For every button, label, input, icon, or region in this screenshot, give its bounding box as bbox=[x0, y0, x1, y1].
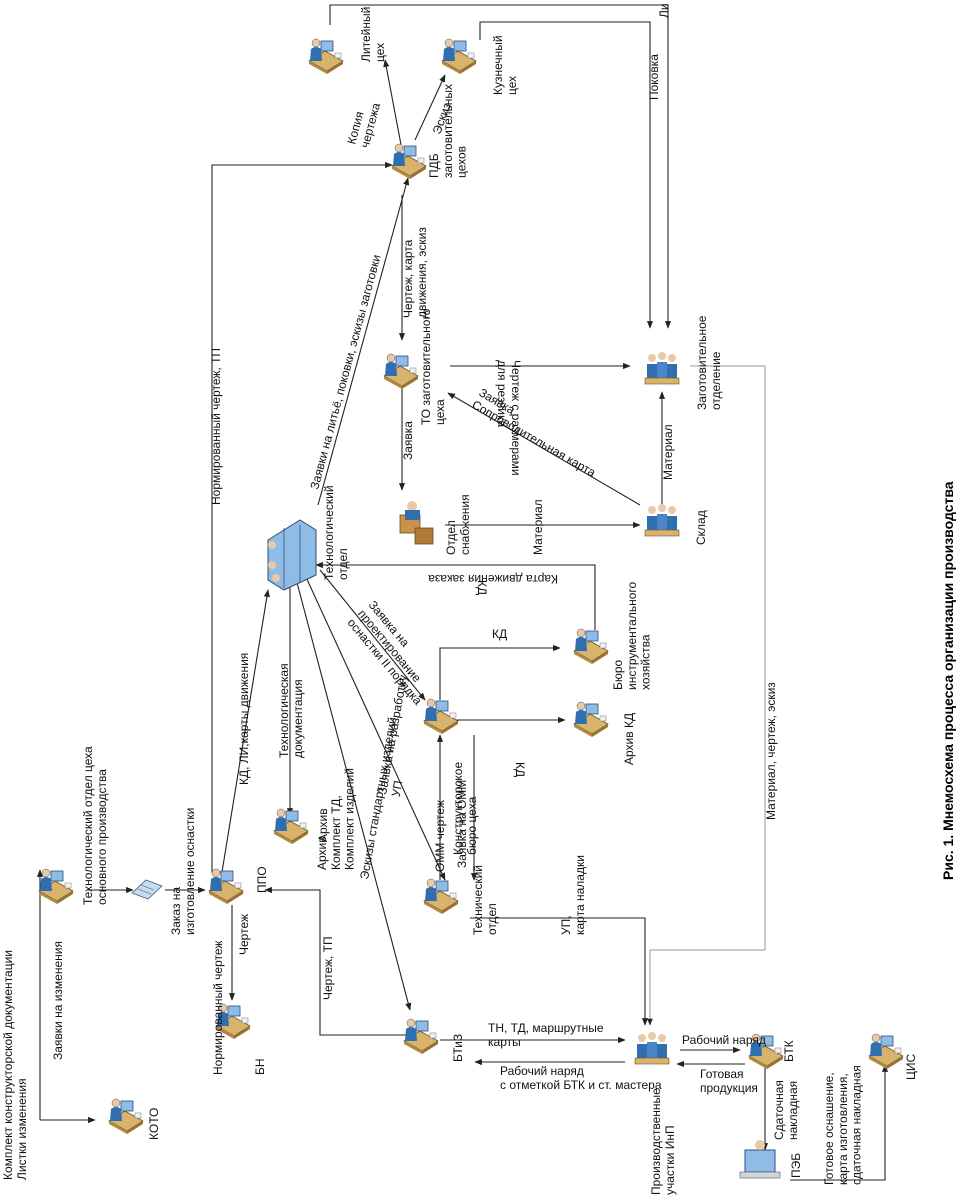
document-icon bbox=[131, 879, 163, 900]
edge-label-change-requests: Заявки на изменения bbox=[51, 941, 65, 1060]
edge-up-card bbox=[470, 917, 649, 1026]
node-label-archive-kd: Архив КД bbox=[622, 713, 636, 765]
tech-dept-main-workstation-icon bbox=[38, 868, 74, 905]
edge-label-kd-1: КД bbox=[513, 762, 527, 777]
edge-copy-drawing bbox=[383, 59, 403, 151]
edge-label-forging: Поковка bbox=[647, 54, 661, 100]
node-label-peb: ПЭБ bbox=[789, 1153, 803, 1178]
edge-label-drawing-card: Чертеж, картадвижения, эскиз bbox=[401, 227, 429, 318]
edge-label-casting-requests: Заявки на литьё, поковки, эскизы заготов… bbox=[307, 253, 383, 491]
edge-label-normed-tp: Нормированный чертеж, ТП bbox=[209, 348, 223, 505]
edges bbox=[36, 4, 889, 1181]
edge-tooling-design bbox=[319, 569, 426, 701]
edge-label-normed-drawing-bn: Нормированный чертеж bbox=[211, 941, 225, 1075]
edge-label-material-1: Материал bbox=[531, 499, 545, 555]
peb-computer-icon bbox=[739, 1140, 781, 1179]
edge-label-kd-3: КД bbox=[475, 580, 489, 595]
node-label-tsis: ЦИС bbox=[904, 1053, 918, 1080]
prod-sites-crowd-icon bbox=[634, 1031, 670, 1065]
node-label-to-workshop: ТО заготовительногоцеха bbox=[419, 308, 447, 425]
edge-label-kd-set: Комплект конструкторской документацииЛис… bbox=[1, 950, 29, 1180]
node-label-warehouse: Склад bbox=[694, 510, 708, 545]
figure-caption: Рис. 1. Мнемосхема процесса организации … bbox=[940, 481, 956, 880]
edge-labels: Комплект конструкторской документацииЛис… bbox=[1, 3, 864, 1185]
pdb-workstation-icon bbox=[391, 143, 427, 180]
edge-kd-li bbox=[221, 589, 270, 873]
edge-label-drawing-tp: Чертеж, ТП bbox=[321, 936, 335, 1000]
node-label-pdb: ПДБзаготовительныхцехов bbox=[427, 84, 469, 178]
node-label-archive: Архив bbox=[316, 808, 330, 842]
supply-boxes-icon bbox=[399, 501, 434, 545]
node-label-tool-bureau: Бюроинструментальногохозяйства bbox=[611, 582, 653, 690]
nodes bbox=[38, 38, 904, 1179]
edge-label-delivery: Сдаточнаянакладная bbox=[772, 1080, 800, 1140]
edge-label-kd-2: КД bbox=[492, 627, 507, 641]
edge-label-order-card: Карта движения заказа bbox=[428, 572, 558, 586]
node-label-bn: БН bbox=[253, 1058, 267, 1075]
tech-office-workstation-icon bbox=[423, 878, 459, 915]
node-label-prod-sites: Производственныеучастки ИнП bbox=[649, 1088, 677, 1195]
edge-label-ready-tooling: Готовое оснашение,карта изготовления,сда… bbox=[822, 1065, 864, 1185]
edge-label-kd-li: КД, ЛИ,карты движения bbox=[237, 653, 251, 785]
edge-label-omm-request: Заявка на ОММ bbox=[455, 780, 469, 868]
tech-dept-building-icon bbox=[267, 519, 317, 591]
node-label-foundry: Литейныйцех bbox=[359, 7, 387, 62]
design-bureau-workstation-icon bbox=[423, 698, 459, 735]
edge-label-archive-kit: АрхивКомплект ТД,Комплект изделий bbox=[315, 768, 357, 870]
edge-label-material-drawing: Материал, чертеж, эскиз bbox=[764, 682, 778, 820]
edge-label-request: Заявка bbox=[401, 421, 415, 460]
btiz-workstation-icon bbox=[403, 1018, 439, 1055]
node-label-koto: КОТО bbox=[147, 1108, 161, 1140]
to-workshop-workstation-icon bbox=[383, 353, 419, 390]
foundry-workstation-icon bbox=[308, 38, 344, 75]
edge-casting-requests bbox=[317, 177, 410, 506]
node-labels: КОТО ППО БН БТиЗ Техническийотдел Архив … bbox=[81, 7, 918, 1195]
tsis-workstation-icon bbox=[868, 1033, 904, 1070]
edge-material-drawing bbox=[647, 365, 766, 1026]
edge-archive-kit bbox=[294, 574, 412, 1011]
ppo-workstation-icon bbox=[208, 868, 244, 905]
edge-sketch bbox=[414, 74, 446, 141]
edge-label-up-card: УП,карта наладки bbox=[559, 855, 587, 935]
edge-litye bbox=[329, 4, 672, 329]
edge-label-tech-docs: Технологическаядокументация bbox=[277, 663, 305, 758]
koto-workstation-icon bbox=[108, 1098, 144, 1135]
edge-forging bbox=[479, 21, 654, 329]
node-label-design-bureau: Конструкторскоебюро цеха bbox=[451, 762, 479, 855]
edge-label-drawing: Чертеж bbox=[237, 914, 251, 955]
node-label-tech-dept-main: Технологический отдел цехаосновного прои… bbox=[81, 746, 109, 905]
edge-drawing-tp bbox=[264, 886, 420, 1036]
node-label-tech-office: Техническийотдел bbox=[471, 865, 499, 935]
edge-label-material-2: Материал bbox=[661, 424, 675, 480]
node-label-forge: Кузнечныйцех bbox=[491, 35, 519, 95]
archive-workstation-icon bbox=[273, 808, 309, 845]
node-label-btk: БТК bbox=[782, 1040, 796, 1062]
node-label-blank-section: Заготовительноеотделение bbox=[695, 315, 723, 410]
warehouse-people-icon bbox=[644, 503, 680, 537]
node-label-tech-dept: Технологическийотдел bbox=[322, 485, 350, 580]
edge-kd-tool bbox=[439, 644, 561, 700]
edge-label-litye: Ли bbox=[657, 3, 671, 18]
edge-label-copy-drawing: Копиячертежа bbox=[344, 97, 383, 149]
edge-label-request-card: ЗаявкаСопроводительная карта bbox=[470, 385, 606, 479]
edge-order-card bbox=[315, 561, 596, 630]
edge-label-tooling-order: Заказ наизготовление оснастки bbox=[169, 808, 197, 935]
edge-request-card bbox=[447, 392, 641, 506]
forge-workstation-icon bbox=[441, 38, 477, 75]
edge-label-work-order: Рабочий наряд bbox=[682, 1033, 766, 1047]
blank-section-crowd-icon bbox=[644, 351, 680, 385]
edge-dev-request bbox=[304, 574, 446, 881]
edge-label-omm-drawing: ОММ чертеж bbox=[433, 800, 447, 872]
node-label-supply: Отделснабжения bbox=[444, 494, 472, 555]
archive-kd-workstation-icon bbox=[573, 701, 609, 738]
node-label-ppo: ППО bbox=[255, 866, 269, 893]
tool-bureau-workstation-icon bbox=[573, 628, 609, 665]
node-label-btiz: БТиЗ bbox=[451, 1034, 465, 1062]
edge-label-drawing-sizes: Чертеж с размерамидля резчика bbox=[495, 360, 523, 476]
edge-ready-tooling bbox=[790, 1064, 889, 1181]
